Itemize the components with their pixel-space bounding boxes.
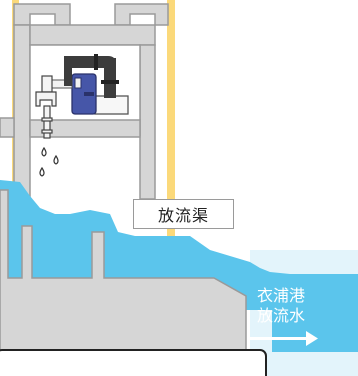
highlight-stripe-right xyxy=(167,0,175,250)
floor-slab xyxy=(29,119,141,138)
outflow-label: 衣浦港 放流水 xyxy=(238,286,324,326)
faucet-icon xyxy=(35,75,57,139)
info-panel xyxy=(0,349,267,376)
discharge-channel-text: 放流渠 xyxy=(157,206,209,225)
basin-structure xyxy=(0,189,247,353)
lower-strip xyxy=(268,360,358,376)
room-floor xyxy=(0,117,15,138)
outflow-line2: 放流水 xyxy=(256,306,305,325)
discharge-channel-label: 放流渠 xyxy=(133,199,234,229)
droplet-icon xyxy=(39,146,59,177)
outflow-line1: 衣浦港 xyxy=(256,286,305,305)
arrow-right-icon xyxy=(250,331,318,346)
